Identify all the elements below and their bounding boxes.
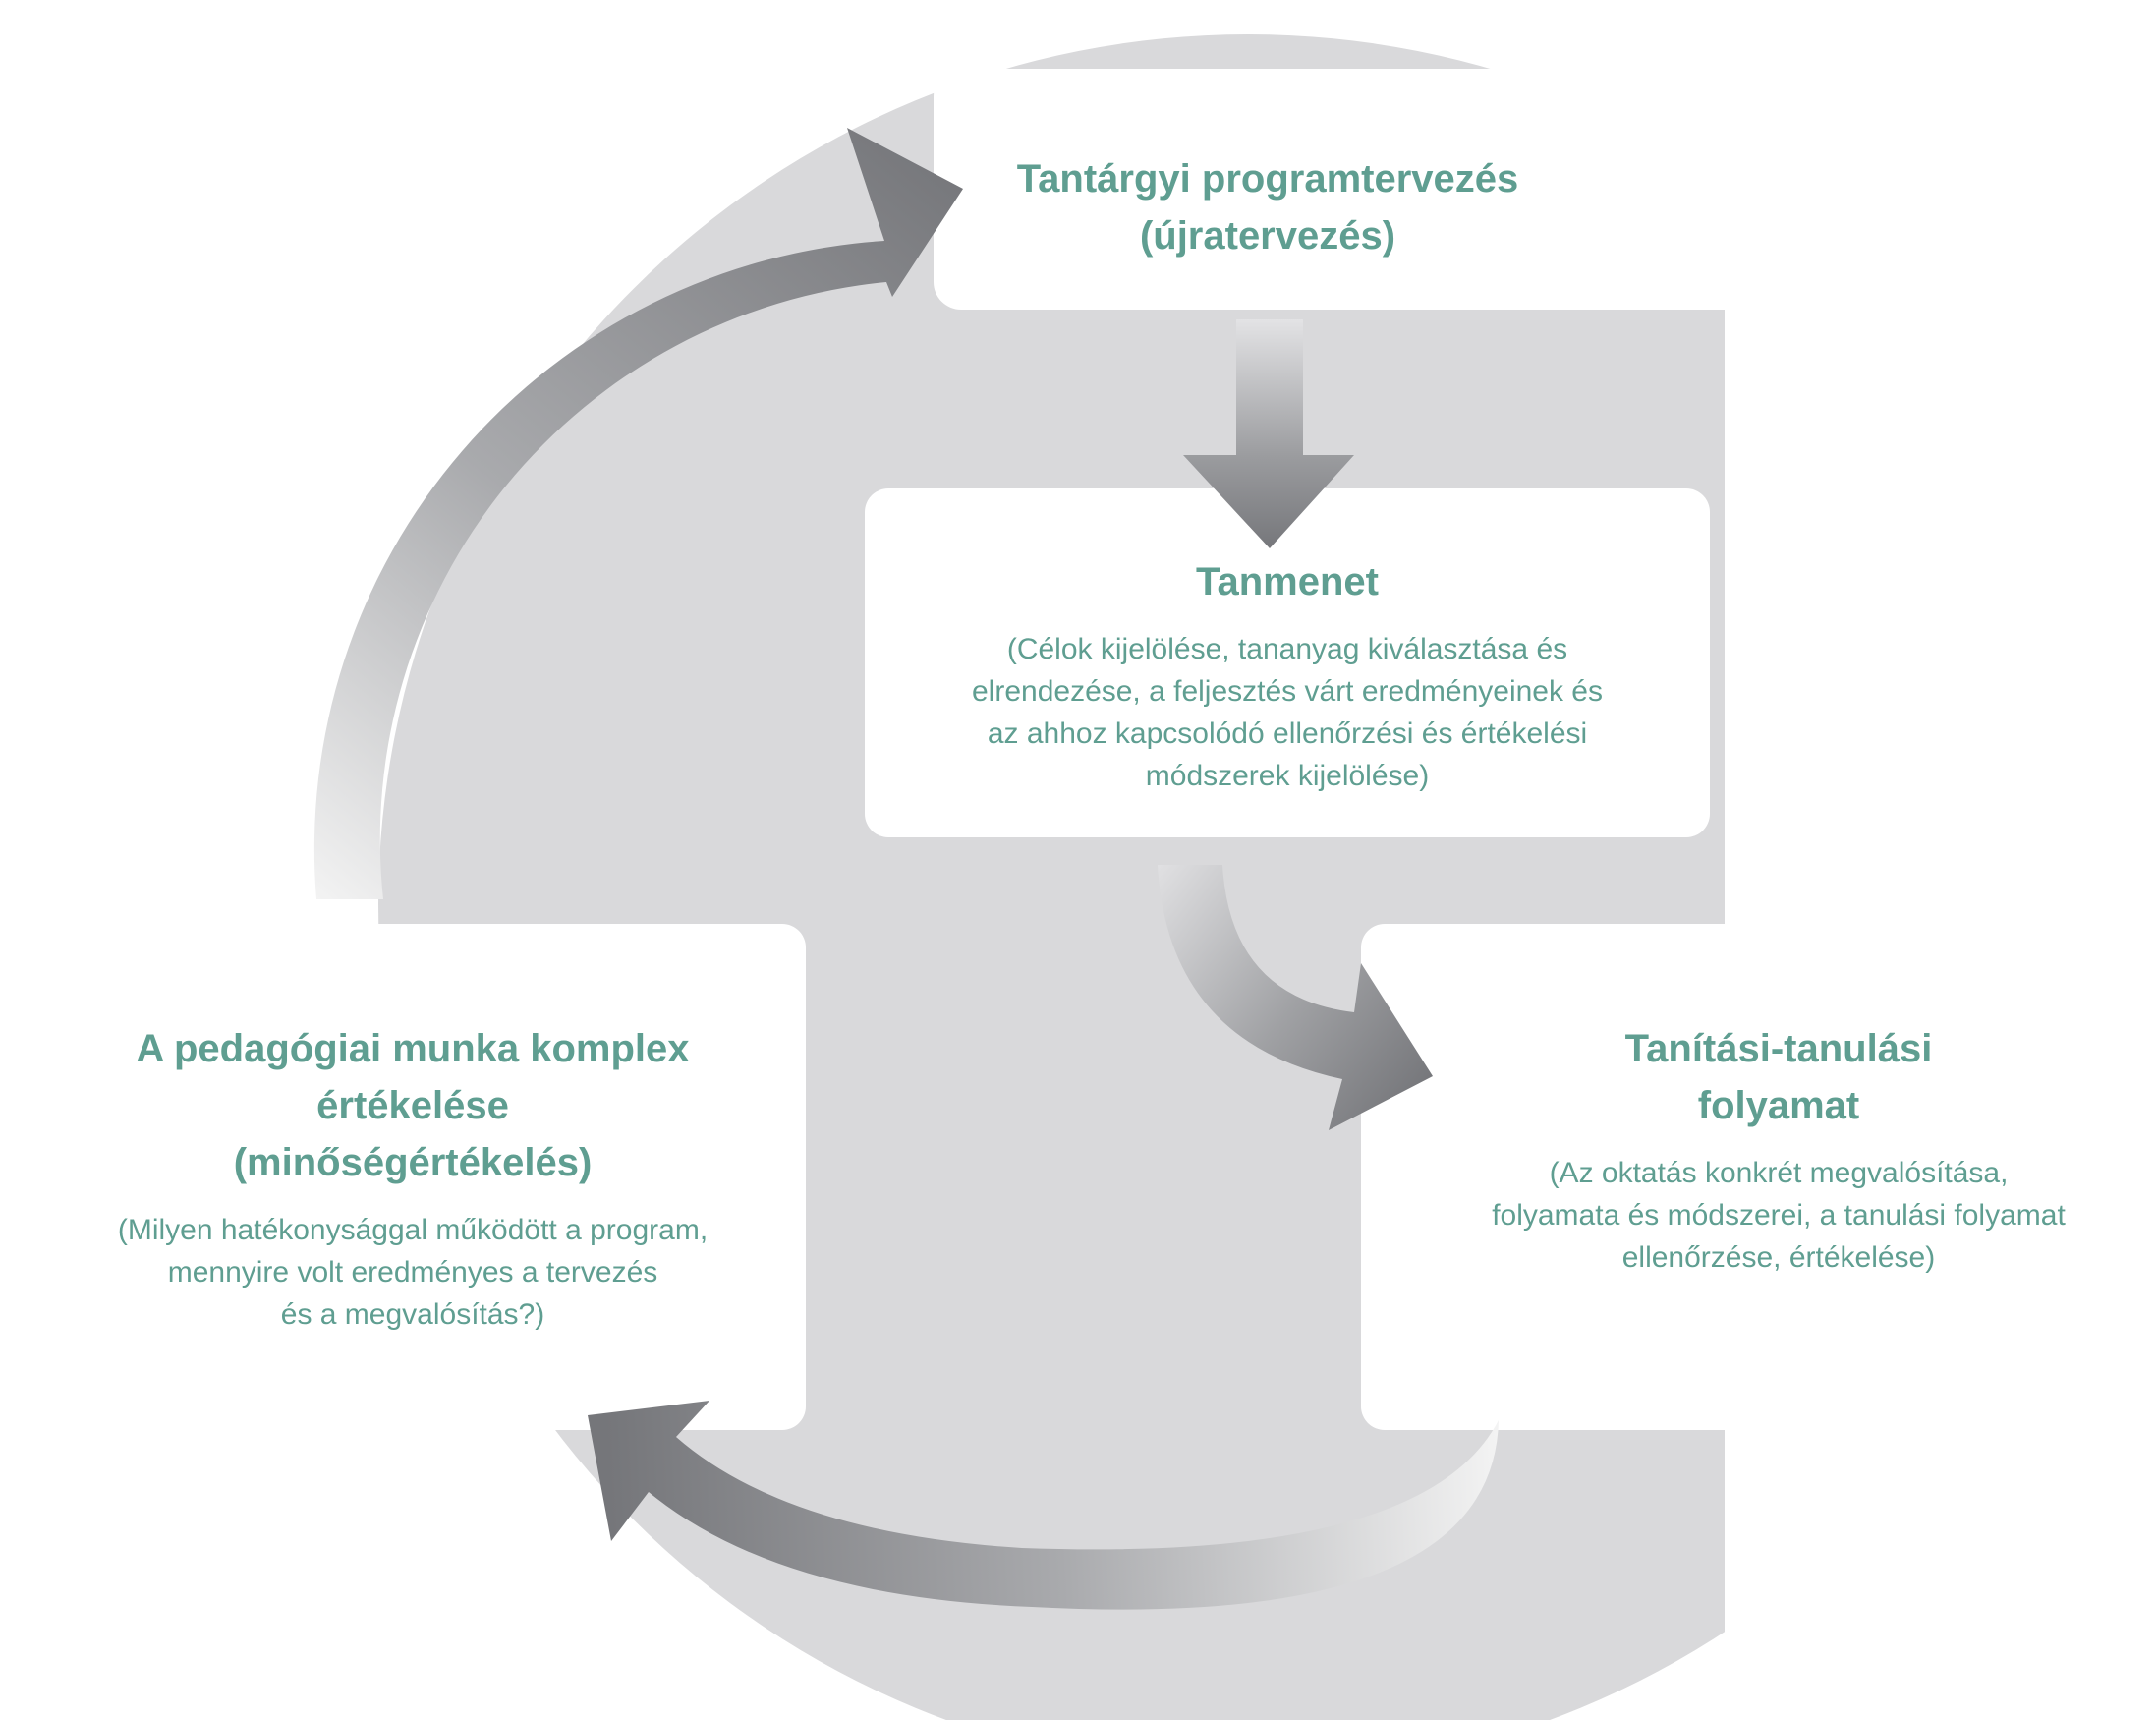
syllabus-description: (Célok kijelölése, tananyag kiválasztása… xyxy=(865,628,1710,797)
white-boxes xyxy=(39,69,2137,1430)
planning-box xyxy=(934,69,2113,310)
evaluation-box xyxy=(39,924,806,1430)
syllabus-title-text: Tanmenet xyxy=(1196,560,1379,603)
syllabus-node: Tanmenet (Célok kijelölése, tananyag kiv… xyxy=(865,553,1710,797)
syllabus-desc-line: módszerek kijelölése) xyxy=(1145,760,1430,792)
teaching-title-line: folyamat xyxy=(1697,1084,1860,1127)
evaluation-node: A pedagógiai munka komplex értékelése (m… xyxy=(54,1020,771,1336)
teaching-node: Tanítási-tanulási folyamat (Az oktatás k… xyxy=(1405,1020,2152,1279)
planning-title-line: (újratervezés) xyxy=(1139,214,1396,258)
arrow-teaching-to-evaluation xyxy=(588,1401,1499,1610)
evaluation-title-line: értékelése xyxy=(316,1084,509,1127)
evaluation-title-line: (minőségértékelés) xyxy=(233,1141,593,1184)
arrow-syllabus-to-teaching xyxy=(1158,865,1433,1130)
syllabus-desc-line: (Célok kijelölése, tananyag kiválasztása… xyxy=(1006,633,1568,665)
evaluation-description: (Milyen hatékonysággal működött a progra… xyxy=(54,1209,771,1336)
teaching-box xyxy=(1361,924,2137,1430)
syllabus-title: Tanmenet xyxy=(865,553,1710,610)
evaluation-desc-line: (Milyen hatékonysággal működött a progra… xyxy=(117,1214,709,1246)
evaluation-title-line: A pedagógiai munka komplex xyxy=(136,1027,690,1070)
syllabus-desc-line: elrendezése, a feljesztés várt eredménye… xyxy=(971,675,1603,708)
arrow-planning-to-syllabus xyxy=(1183,319,1354,548)
teaching-desc-line: ellenőrzése, értékelése) xyxy=(1621,1241,1936,1274)
evaluation-desc-line: és a megvalósítás?) xyxy=(280,1298,545,1331)
teaching-description: (Az oktatás konkrét megvalósítása, folya… xyxy=(1405,1152,2152,1279)
syllabus-desc-line: az ahhoz kapcsolódó ellenőrzési és érték… xyxy=(987,717,1588,750)
teaching-desc-line: (Az oktatás konkrét megvalósítása, xyxy=(1549,1157,2009,1189)
syllabus-box xyxy=(865,488,1710,837)
evaluation-title: A pedagógiai munka komplex értékelése (m… xyxy=(54,1020,771,1191)
arrow-evaluation-to-planning xyxy=(313,128,963,899)
teaching-desc-line: folyamata és módszerei, a tanulási folya… xyxy=(1492,1199,2066,1232)
planning-title-line: Tantárgyi programtervezés xyxy=(1016,157,1519,201)
teaching-title-line: Tanítási-tanulási xyxy=(1624,1027,1933,1070)
evaluation-desc-line: mennyire volt eredményes a tervezés xyxy=(167,1256,658,1289)
teaching-title: Tanítási-tanulási folyamat xyxy=(1405,1020,2152,1134)
planning-title: Tantárgyi programtervezés (újratervezés) xyxy=(943,150,1592,264)
planning-node: Tantárgyi programtervezés (újratervezés) xyxy=(943,150,1592,264)
